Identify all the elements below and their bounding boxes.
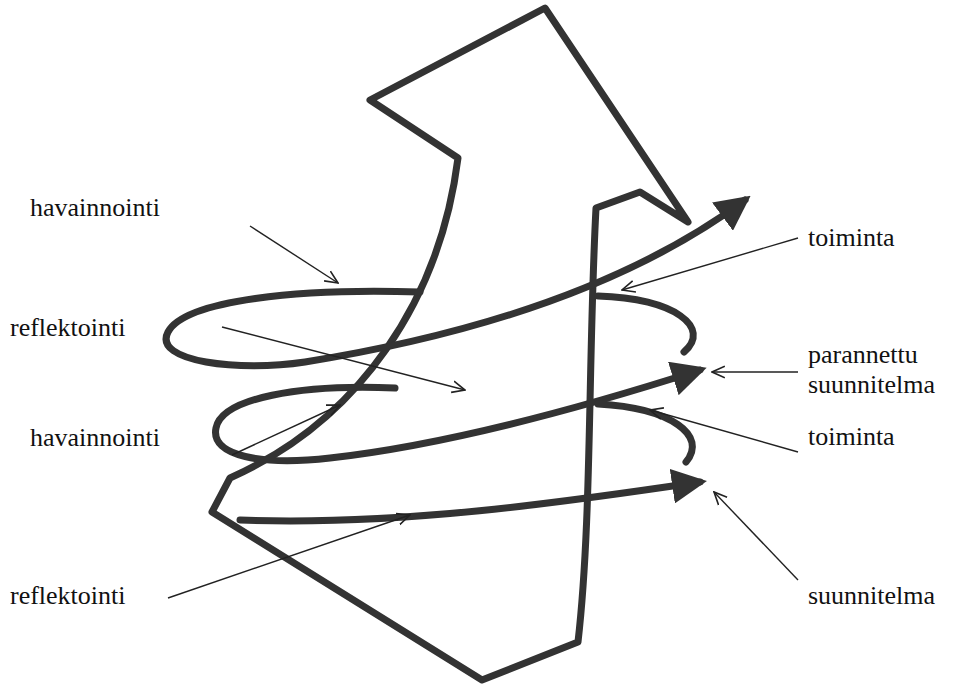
big-arrow (212, 8, 688, 680)
step-label: suunnitelma (808, 581, 935, 611)
step-label: havainnointi (30, 423, 160, 453)
leader-line (168, 515, 410, 598)
leader-line (622, 238, 798, 290)
step-label: reflektointi (10, 313, 126, 343)
step-label: reflektointi (10, 581, 126, 611)
leader-line (714, 492, 798, 580)
spiral-turn (598, 296, 693, 352)
leader-line (712, 371, 798, 372)
step-label: toiminta (808, 223, 895, 253)
leader-line (232, 405, 340, 455)
spiral-turn (240, 482, 700, 521)
leader-line (250, 226, 338, 283)
step-label: toiminta (808, 422, 895, 452)
spiral-turn (166, 200, 745, 366)
spiral-turn (216, 370, 700, 461)
leader-line (650, 410, 798, 452)
step-label: parannettu suunnitelma (808, 340, 958, 400)
leader-line (222, 327, 465, 390)
step-label: havainnointi (30, 193, 160, 223)
spiral-turn (598, 404, 692, 462)
